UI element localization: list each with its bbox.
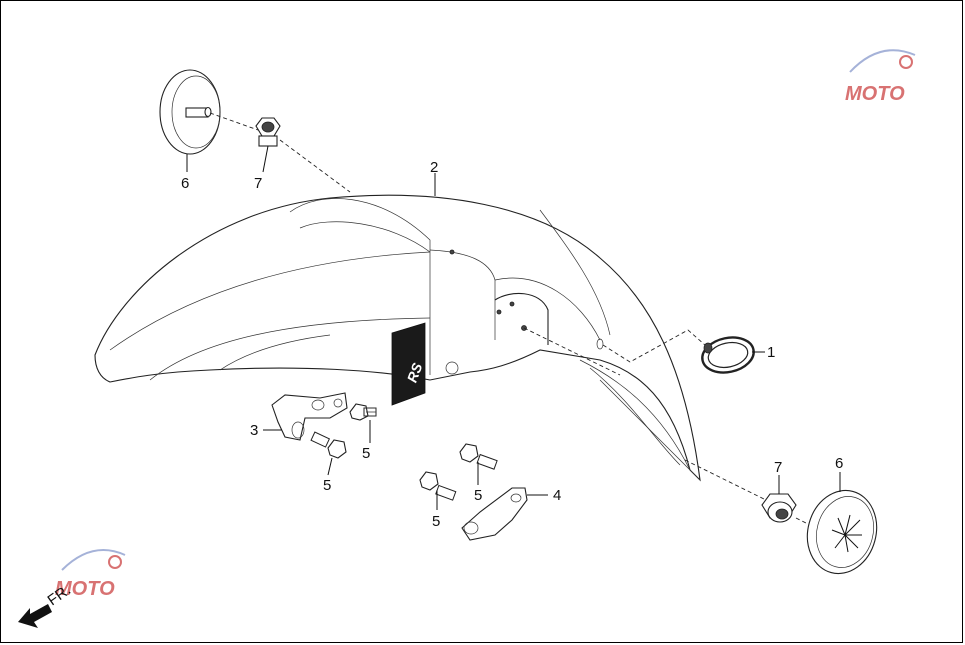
part-7-nut-left xyxy=(255,117,281,147)
front-direction-indicator: FR. xyxy=(18,581,74,628)
callout-1: 1 xyxy=(767,344,775,361)
callout-5-b: 5 xyxy=(323,477,331,494)
part-5-bolt-c xyxy=(459,443,498,470)
fender-logo: RS xyxy=(404,360,426,384)
part-3-bracket xyxy=(271,392,348,441)
callout-7-right: 7 xyxy=(774,459,782,476)
watermark-top-right: MOTO xyxy=(845,49,916,105)
callout-4: 4 xyxy=(553,487,561,504)
callout-3: 3 xyxy=(250,422,258,439)
callout-6-right: 6 xyxy=(835,455,843,472)
callout-7-left: 7 xyxy=(254,175,262,192)
watermark-text-2: MOTO xyxy=(55,578,115,600)
watermark-text: MOTO xyxy=(845,83,905,105)
part-4-bracket xyxy=(461,487,528,541)
part-1-grommet xyxy=(701,336,755,374)
callout-5-c: 5 xyxy=(474,487,482,504)
callout-6-left: 6 xyxy=(181,175,189,192)
part-6-cap-left xyxy=(159,69,221,155)
callout-5-a: 5 xyxy=(362,445,370,462)
watermark-bottom-left: MOTO xyxy=(55,549,126,600)
part-6-reflector-right xyxy=(806,489,878,575)
part-5-bolt-d xyxy=(419,471,457,501)
callout-5-d: 5 xyxy=(432,513,440,530)
part-5-bolt-b xyxy=(310,431,347,459)
part-2-front-fender: RS xyxy=(94,194,701,482)
callout-2: 2 xyxy=(430,159,438,176)
part-7-nut-right xyxy=(761,493,797,523)
part-5-bolt-a xyxy=(349,403,377,421)
leader-lines xyxy=(186,145,841,510)
